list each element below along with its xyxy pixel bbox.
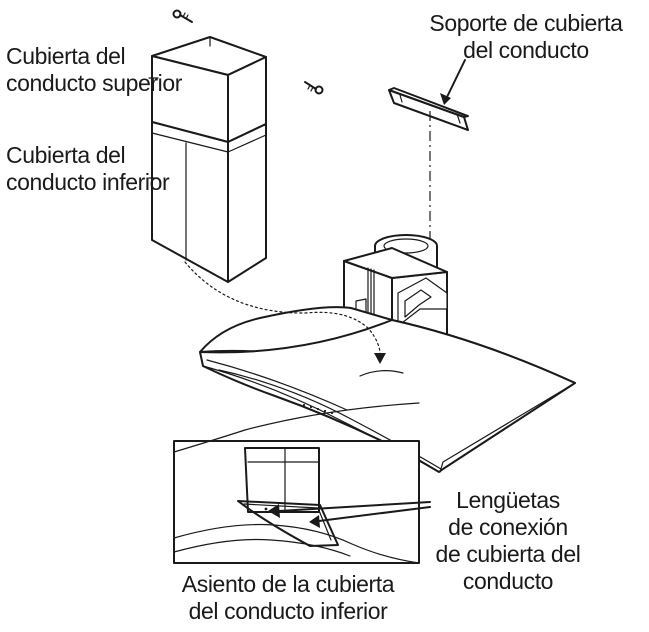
connection-tabs-label-line-4: conducto — [462, 568, 554, 594]
connection-tabs-label: Lengüetas de conexión de cubierta del co… — [413, 487, 603, 595]
duct-cover-bracket — [388, 87, 469, 131]
lower-cover-seat-label-line-2: del conducto inferior — [188, 598, 388, 624]
hood-canopy — [199, 306, 576, 473]
lower-duct-cover — [151, 121, 267, 283]
connection-tabs-label-line-3: de cubierta del — [435, 541, 581, 567]
lower-duct-cover-label-line-2: conducto inferior — [6, 169, 170, 195]
lower-duct-cover-label-line-1: Cubierta del — [6, 142, 126, 168]
screw-icon — [304, 81, 324, 95]
upper-duct-cover — [151, 36, 267, 143]
lower-cover-seat-label-line-1: Asiento de la cubierta — [181, 571, 395, 597]
arrow-icon — [268, 501, 431, 518]
lower-cover-seat-label: Asiento de la cubierta del conducto infe… — [143, 571, 433, 625]
connection-tabs-label-line-1: Lengüetas — [456, 487, 560, 513]
upper-duct-cover-label-line-1: Cubierta del — [6, 43, 126, 69]
duct-cover-bracket-label-line-1: Soporte de cubierta — [429, 10, 623, 36]
placement-guide — [184, 261, 386, 364]
upper-duct-cover-label-line-2: conducto superior — [6, 70, 183, 96]
arrow-icon — [440, 59, 466, 105]
upper-duct-cover-label: Cubierta del conducto superior — [6, 43, 182, 97]
screw-icon — [172, 9, 193, 23]
arrow-icon — [309, 506, 431, 528]
duct-cover-bracket-label-line-2: del conducto — [463, 37, 589, 63]
duct-cover-bracket-label: Soporte de cubierta del conducto — [410, 10, 642, 64]
detail-inset — [173, 402, 420, 564]
lower-duct-cover-label: Cubierta del conducto inferior — [6, 142, 170, 196]
connection-tabs-label-line-2: de conexión — [448, 514, 568, 540]
